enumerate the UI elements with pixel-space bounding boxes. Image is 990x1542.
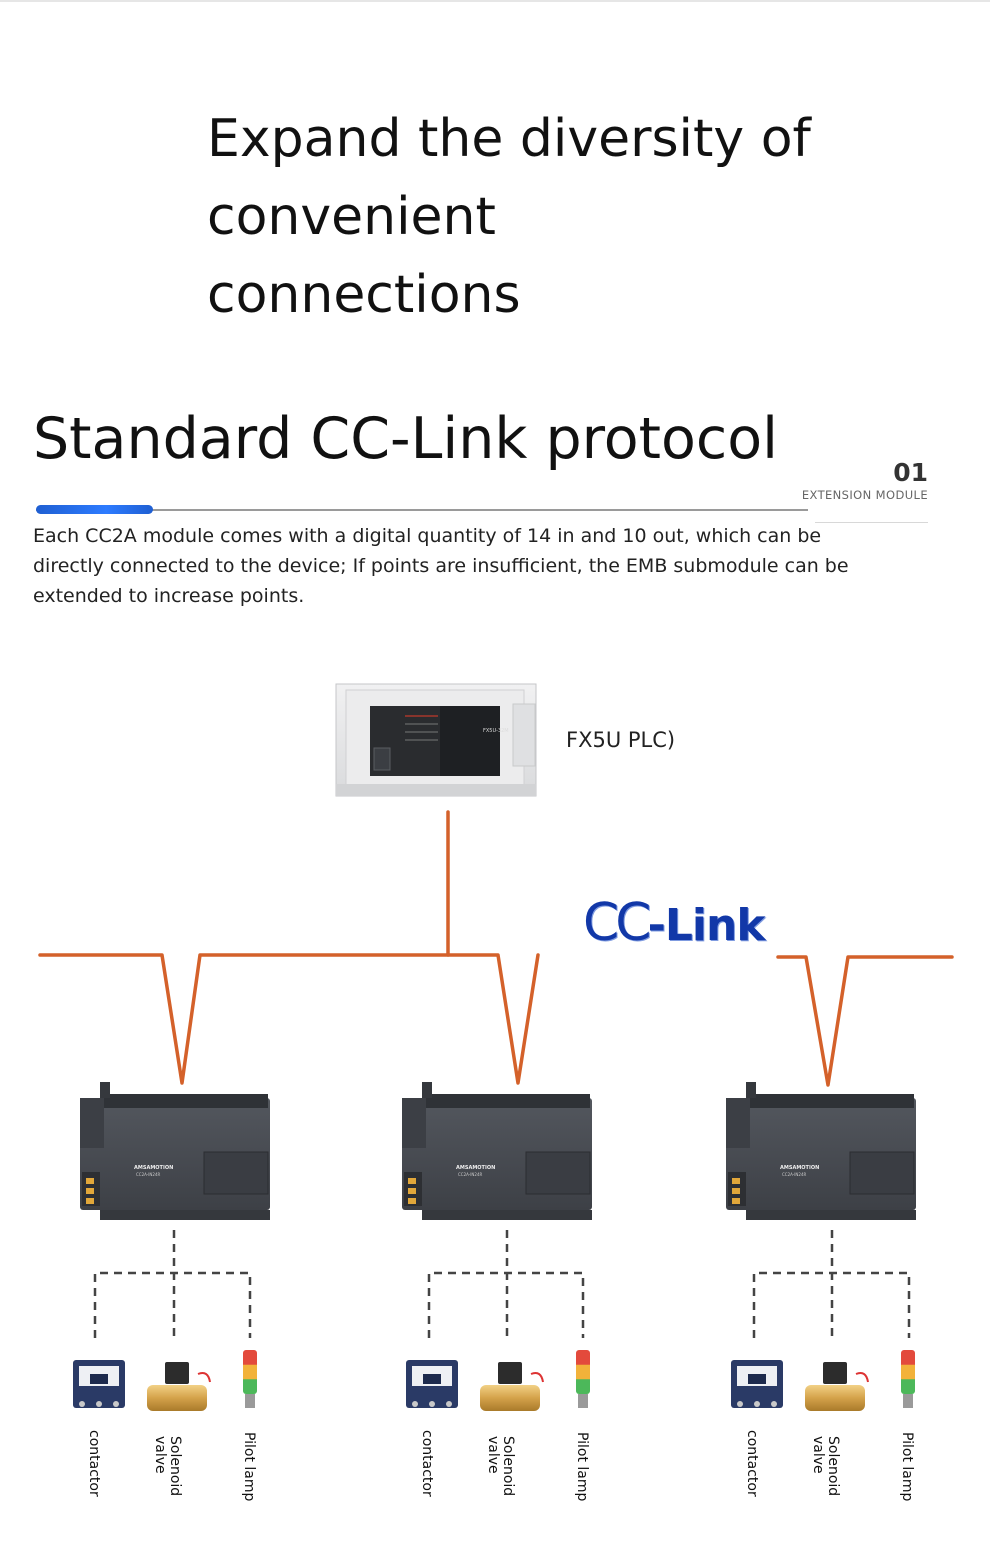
contactor-label-1: contactor — [86, 1430, 102, 1497]
module-1: AMSAMOTION CC2A-IN24R — [80, 1082, 270, 1220]
module-3: AMSAMOTION CC2A-IN24R — [726, 1082, 916, 1220]
solenoid-label-2: Solenoid valve — [485, 1436, 516, 1497]
cc-link-logo-suffix: -Link — [647, 900, 766, 951]
headline-line-1: Expand the diversity of — [207, 109, 811, 169]
module-1-model: CC2A-IN24R — [136, 1172, 160, 1177]
contactor-label-2: contactor — [419, 1430, 435, 1497]
contactor-icon — [406, 1360, 458, 1408]
pilot-lamp-label-2: Pilot lamp — [574, 1432, 590, 1502]
module-3-brand: AMSAMOTION — [780, 1165, 819, 1171]
io-connections — [93, 1230, 911, 1338]
master-model: FX5U-32M — [483, 728, 509, 734]
cc-link-bus — [38, 810, 954, 1087]
contactor-icon — [73, 1360, 125, 1408]
module-2-model: CC2A-IN24R — [458, 1172, 482, 1177]
master-plc: FX5U-32M — [335, 683, 537, 797]
section-tag: EXTENSION MODULE — [801, 488, 928, 502]
contactor-icon — [731, 1360, 783, 1408]
cc-link-logo-prefix: CC — [583, 893, 652, 953]
section-number: 01 — [893, 458, 928, 487]
field-devices-3 — [731, 1350, 915, 1411]
pilot-lamp-icon — [576, 1350, 590, 1408]
module-3-model: CC2A-IN24R — [782, 1172, 806, 1177]
module-2: AMSAMOTION CC2A-IN24R — [402, 1082, 592, 1220]
solenoid-valve-icon — [147, 1362, 211, 1411]
section-description: Each CC2A module comes with a digital qu… — [33, 525, 849, 607]
pilot-lamp-label-1: Pilot lamp — [241, 1432, 257, 1502]
section-title: Standard CC-Link protocol — [33, 406, 778, 472]
io-connector-1 — [93, 1230, 252, 1338]
master-plc-label: FX5U PLC) — [566, 728, 676, 752]
solenoid-valve-icon — [805, 1362, 869, 1411]
bus-line-right — [776, 955, 954, 1087]
headline: Expand the diversity of convenient conne… — [207, 100, 827, 334]
pilot-lamp-icon — [901, 1350, 915, 1408]
section-rule — [36, 509, 808, 511]
headline-line-3: connections — [207, 265, 521, 325]
solenoid-label-3: Solenoid valve — [810, 1436, 841, 1497]
section-rule-right — [815, 522, 928, 523]
solenoid-valve-icon — [480, 1362, 544, 1411]
section-rule-accent — [36, 505, 153, 514]
solenoid-label-1: Solenoid valve — [152, 1436, 183, 1497]
contactor-label-3: contactor — [744, 1430, 760, 1497]
module-1-brand: AMSAMOTION — [134, 1165, 173, 1171]
module-2-brand: AMSAMOTION — [456, 1165, 495, 1171]
io-connector-3 — [752, 1230, 911, 1338]
pilot-lamp-icon — [243, 1350, 257, 1408]
top-divider — [0, 0, 990, 2]
cc-link-logo: CC-Link — [583, 893, 766, 953]
bus-line-left — [38, 953, 540, 1085]
io-connector-2 — [427, 1230, 585, 1338]
pilot-lamp-label-3: Pilot lamp — [899, 1432, 915, 1502]
field-devices-1 — [73, 1350, 257, 1411]
headline-line-2: convenient — [207, 187, 496, 247]
field-devices-2 — [406, 1350, 590, 1411]
